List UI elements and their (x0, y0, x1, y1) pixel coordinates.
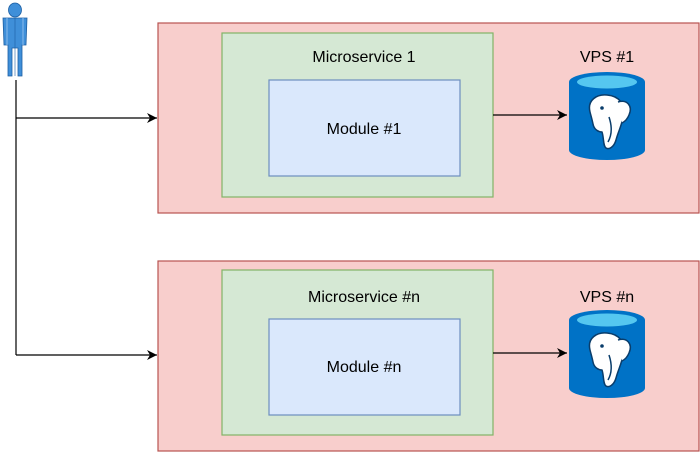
vps-label-n: VPS #n (580, 289, 634, 306)
module-box-n (268, 318, 461, 416)
vps-group-n: Microservice #n Module #n VPS #n (157, 260, 700, 452)
postgresql-database-icon (569, 310, 645, 398)
microservice-label-1: Microservice 1 (312, 49, 415, 66)
postgresql-database-icon (569, 72, 645, 160)
vps-group-1: Microservice 1 Module #1 VPS #1 (157, 22, 700, 214)
vps-label-1: VPS #1 (580, 49, 634, 66)
module-label-1: Module #1 (327, 121, 402, 138)
module-label-n: Module #n (327, 359, 402, 376)
module-box-1 (268, 79, 461, 177)
user-icon (2, 2, 28, 77)
microservice-label-n: Microservice #n (308, 289, 420, 306)
